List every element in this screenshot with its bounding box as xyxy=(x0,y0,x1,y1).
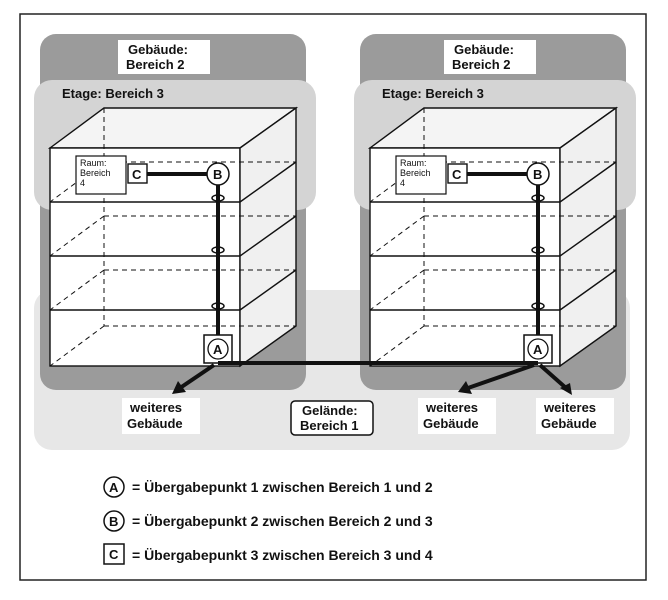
legend-symbol: B xyxy=(109,514,118,529)
gebaeude-label: Gebäude xyxy=(127,416,183,431)
arrow-heads xyxy=(172,381,572,395)
point-a-label: A xyxy=(213,342,223,357)
cabling xyxy=(147,172,225,338)
raum-label-2: Bereich xyxy=(80,168,111,178)
etage-label: Etage: Bereich 3 xyxy=(62,86,164,101)
legend-text: = Übergabepunkt 1 zwischen Bereich 1 und… xyxy=(132,479,433,495)
raum-label-3: 4 xyxy=(400,178,405,188)
legend-symbol: A xyxy=(109,480,119,495)
legend-item-c: C = Übergabepunkt 3 zwischen Bereich 3 u… xyxy=(103,543,433,565)
gebaeude-label: Gebäude xyxy=(541,416,597,431)
weiteres-gebaeude-2: weiteres Gebäude xyxy=(418,398,496,434)
cabling xyxy=(467,172,545,338)
gebaeude-label: Gebäude xyxy=(423,416,479,431)
raum-label-1: Raum: xyxy=(80,158,107,168)
building-2: Raum: Bereich 4 C B A Gebäude: Bereich 2… xyxy=(354,34,636,390)
etage-label: Etage: Bereich 3 xyxy=(382,86,484,101)
weiteres-label-1: weiteres xyxy=(129,400,182,415)
gebaeude-label-1: Gebäude: xyxy=(454,42,514,57)
raum-label-3: 4 xyxy=(80,178,85,188)
raum-box: Raum: Bereich 4 C xyxy=(75,155,148,195)
building-1: Raum: Bereich 4 C B A Gebäude: Bereich 2… xyxy=(34,34,316,390)
legend-text: = Übergabepunkt 2 zwischen Bereich 2 und… xyxy=(132,513,433,529)
legend-item-a: A = Übergabepunkt 1 zwischen Bereich 1 u… xyxy=(103,476,433,498)
gebaeude-label-2: Bereich 2 xyxy=(452,57,511,72)
gelaende-label-box: Gelände: Bereich 1 xyxy=(290,400,374,436)
point-b-label: B xyxy=(533,167,542,182)
legend-text: = Übergabepunkt 3 zwischen Bereich 3 und… xyxy=(132,547,433,563)
weiteres-label-1: weiteres xyxy=(543,400,596,415)
raum-box: Raum: Bereich 4 C xyxy=(395,155,468,195)
raum-label-2: Bereich xyxy=(400,168,431,178)
gelaende-label-1: Gelände: xyxy=(302,403,358,418)
point-b-label: B xyxy=(213,167,222,182)
weiteres-gebaeude-1: weiteres Gebäude xyxy=(122,398,200,434)
backbone-cabling xyxy=(178,361,568,390)
point-c-label: C xyxy=(452,167,462,182)
legend: A = Übergabepunkt 1 zwischen Bereich 1 u… xyxy=(103,476,433,565)
gebaeude-label-1: Gebäude: xyxy=(128,42,188,57)
gelaende-label-2: Bereich 1 xyxy=(300,418,359,433)
gebaeude-label-2: Bereich 2 xyxy=(126,57,185,72)
weiteres-label-1: weiteres xyxy=(425,400,478,415)
point-a-label: A xyxy=(533,342,543,357)
building-cube xyxy=(47,106,299,368)
legend-item-b: B = Übergabepunkt 2 zwischen Bereich 2 u… xyxy=(103,510,433,532)
raum-label-1: Raum: xyxy=(400,158,427,168)
point-c-label: C xyxy=(132,167,142,182)
legend-symbol: C xyxy=(109,547,119,562)
building-cube xyxy=(367,106,619,368)
weiteres-gebaeude-3: weiteres Gebäude xyxy=(536,398,614,434)
